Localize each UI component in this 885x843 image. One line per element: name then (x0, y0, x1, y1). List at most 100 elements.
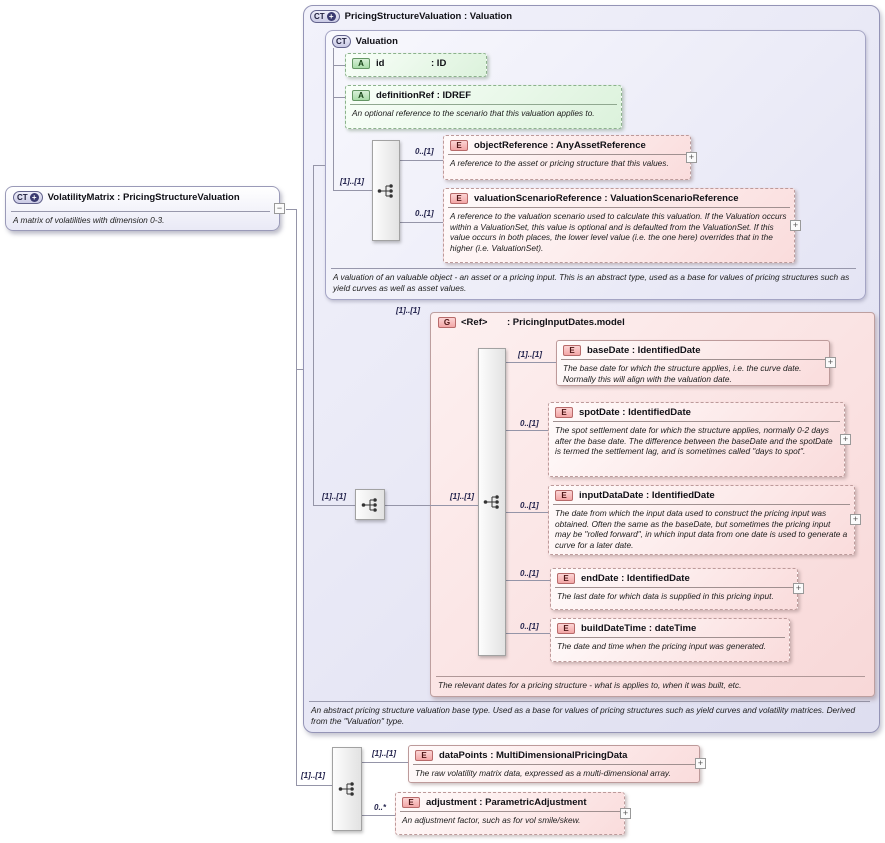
element-annotation: The date and time when the pricing input… (557, 641, 766, 651)
separator (553, 421, 840, 422)
group-icon: G (438, 317, 456, 328)
attribute-name: id (376, 58, 385, 69)
connector-line (296, 369, 304, 370)
group-ref-label: <Ref> (461, 317, 488, 328)
connector-line (385, 505, 478, 506)
connector-line (333, 97, 345, 98)
element-spot-date-box[interactable]: E spotDate : IdentifiedDate The spot set… (548, 402, 845, 477)
group-type-label: : PricingInputDates.model (507, 317, 625, 328)
volatility-matrix-annotation: A matrix of volatilities with dimension … (11, 211, 270, 226)
cardinality-label: 0..[1] (520, 622, 539, 631)
connector-line (333, 190, 372, 191)
element-icon: E (555, 407, 573, 418)
element-build-date-time-box[interactable]: E buildDateTime : dateTime The date and … (550, 618, 790, 662)
element-data-points-box[interactable]: E dataPoints : MultiDimensionalPricingDa… (408, 745, 700, 783)
box-title: PricingStructureValuation : Valuation (344, 11, 513, 22)
element-end-date-box[interactable]: E endDate : IdentifiedDate The last date… (550, 568, 798, 610)
cardinality-label: [1]..[1] (396, 306, 420, 315)
collapse-icon[interactable]: − (274, 203, 285, 214)
box-title: Valuation (355, 36, 398, 47)
sequence-compositor (478, 348, 506, 656)
element-title: inputDataDate : IdentifiedDate (579, 490, 715, 501)
volatility-matrix-header: CT+ VolatilityMatrix : PricingStructureV… (6, 187, 279, 206)
connector-line (400, 160, 443, 161)
element-icon: E (563, 345, 581, 356)
cardinality-label: [1]..[1] (322, 492, 346, 501)
cardinality-label: 0..[1] (415, 209, 434, 218)
valuation-annotation: A valuation of an valuable object - an a… (331, 268, 856, 294)
complex-type-icon: CT (332, 35, 351, 48)
element-object-reference-box[interactable]: E objectReference : AnyAssetReference A … (443, 135, 691, 180)
connector-line (506, 580, 550, 581)
separator (555, 637, 785, 638)
separator (553, 504, 850, 505)
attribute-annotation: An optional reference to the scenario th… (352, 108, 595, 118)
attribute-title: definitionRef : IDREF (376, 90, 471, 101)
complex-type-icon: CT+ (13, 191, 43, 204)
cardinality-label: [1]..[1] (518, 350, 542, 359)
expand-icon[interactable]: + (686, 152, 697, 163)
connector-line (296, 785, 333, 786)
volatility-matrix-box[interactable]: CT+ VolatilityMatrix : PricingStructureV… (5, 186, 280, 231)
connector-line (333, 65, 345, 66)
element-annotation: The raw volatility matrix data, expresse… (415, 768, 671, 778)
attribute-definition-ref-box[interactable]: A definitionRef : IDREF An optional refe… (345, 85, 622, 129)
connector-line (286, 209, 296, 210)
element-adjustment-box[interactable]: E adjustment : ParametricAdjustment An a… (395, 792, 625, 835)
sequence-icon (377, 183, 393, 198)
connector-line (333, 48, 334, 190)
element-title: objectReference : AnyAssetReference (474, 140, 646, 151)
sequence-compositor (332, 747, 362, 831)
separator (400, 811, 620, 812)
separator (555, 587, 793, 588)
element-title: baseDate : IdentifiedDate (587, 345, 701, 356)
sequence-icon (483, 495, 499, 509)
expand-icon[interactable]: + (695, 758, 706, 769)
group-annotation: The relevant dates for a pricing structu… (436, 676, 865, 691)
element-icon: E (402, 797, 420, 808)
plus-badge-icon: + (29, 193, 39, 202)
connector-line (313, 505, 355, 506)
element-icon: E (557, 573, 575, 584)
connector-line (506, 512, 548, 513)
element-annotation: The base date for which the structure ap… (563, 363, 802, 384)
sequence-icon (361, 497, 377, 512)
attribute-type: : ID (431, 58, 447, 69)
element-input-data-date-box[interactable]: E inputDataDate : IdentifiedDate The dat… (548, 485, 855, 555)
separator (448, 207, 790, 208)
element-annotation: An adjustment factor, such as for vol sm… (402, 815, 581, 825)
element-title: endDate : IdentifiedDate (581, 573, 690, 584)
pricing-structure-valuation-annotation: An abstract pricing structure valuation … (309, 701, 870, 727)
element-title: spotDate : IdentifiedDate (579, 407, 691, 418)
element-annotation: The date from which the input data used … (555, 508, 848, 550)
element-icon: E (450, 193, 468, 204)
element-annotation: The last date for which data is supplied… (557, 591, 774, 601)
expand-icon[interactable]: + (840, 434, 851, 445)
sequence-compositor (355, 489, 385, 520)
connector-line (506, 633, 550, 634)
cardinality-label: [1]..[1] (301, 771, 325, 780)
connector-line (313, 165, 314, 505)
expand-icon[interactable]: + (790, 220, 801, 231)
sequence-compositor (372, 140, 400, 241)
connector-line (296, 209, 297, 786)
element-base-date-box[interactable]: E baseDate : IdentifiedDate The base dat… (556, 340, 830, 386)
connector-line (400, 222, 443, 223)
expand-icon[interactable]: + (825, 357, 836, 368)
attribute-id-box[interactable]: A id : ID (345, 53, 487, 77)
element-title: dataPoints : MultiDimensionalPricingData (439, 750, 628, 761)
attribute-icon: A (352, 58, 370, 69)
expand-icon[interactable]: + (793, 583, 804, 594)
pricing-structure-valuation-header: CT+ PricingStructureValuation : Valuatio… (304, 6, 879, 26)
expand-icon[interactable]: + (850, 514, 861, 525)
cardinality-label: 0..[1] (520, 501, 539, 510)
connector-line (313, 165, 325, 166)
element-title: adjustment : ParametricAdjustment (426, 797, 587, 808)
cardinality-label: 0..[1] (520, 569, 539, 578)
expand-icon[interactable]: + (620, 808, 631, 819)
valuation-header: CT Valuation (326, 31, 865, 51)
element-title: buildDateTime : dateTime (581, 623, 697, 634)
connector-line (362, 762, 408, 763)
element-valuation-scenario-reference-box[interactable]: E valuationScenarioReference : Valuation… (443, 188, 795, 263)
